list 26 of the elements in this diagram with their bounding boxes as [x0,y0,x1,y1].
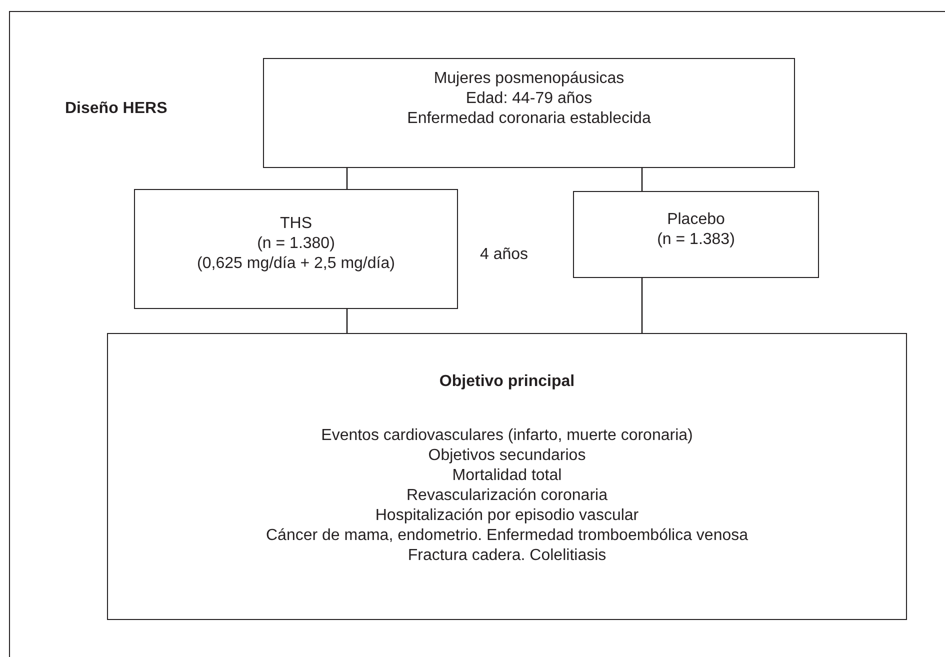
box-text: Mortalidad total [452,466,562,486]
box-text: (n = 1.383) [657,230,735,250]
box-text: (n = 1.380) [257,234,335,254]
connector-line [346,168,348,189]
box-text: Placebo [667,210,725,230]
box-text: Hospitalización por episodio vascular [375,506,639,526]
connector-line [641,278,643,333]
box-heading: Objetivo principal [439,372,575,392]
process-box [263,58,795,168]
diagram-heading: Diseño HERS [65,99,168,119]
box-text: (0,625 mg/día + 2,5 mg/día) [197,254,395,274]
box-text: Enfermedad coronaria establecida [407,109,651,129]
box-text: Revascularización coronaria [406,486,608,506]
box-text: Edad: 44-79 años [466,89,592,109]
process-box [134,189,458,309]
process-box [107,333,907,620]
duration-label: 4 años [480,245,528,265]
box-text: THS [280,214,312,234]
box-text: Fractura cadera. Colelitiasis [408,546,606,566]
connector-line [641,168,643,191]
connector-line [346,309,348,333]
box-text: Mujeres posmenopáusicas [434,69,624,89]
box-text: Cáncer de mama, endometrio. Enfermedad tromboembólica venosa [266,526,748,546]
process-box [573,191,819,278]
box-text: Eventos cardiovasculares (infarto, muerte coronaria) [321,426,693,446]
box-text: Objetivos secundarios [428,446,586,466]
